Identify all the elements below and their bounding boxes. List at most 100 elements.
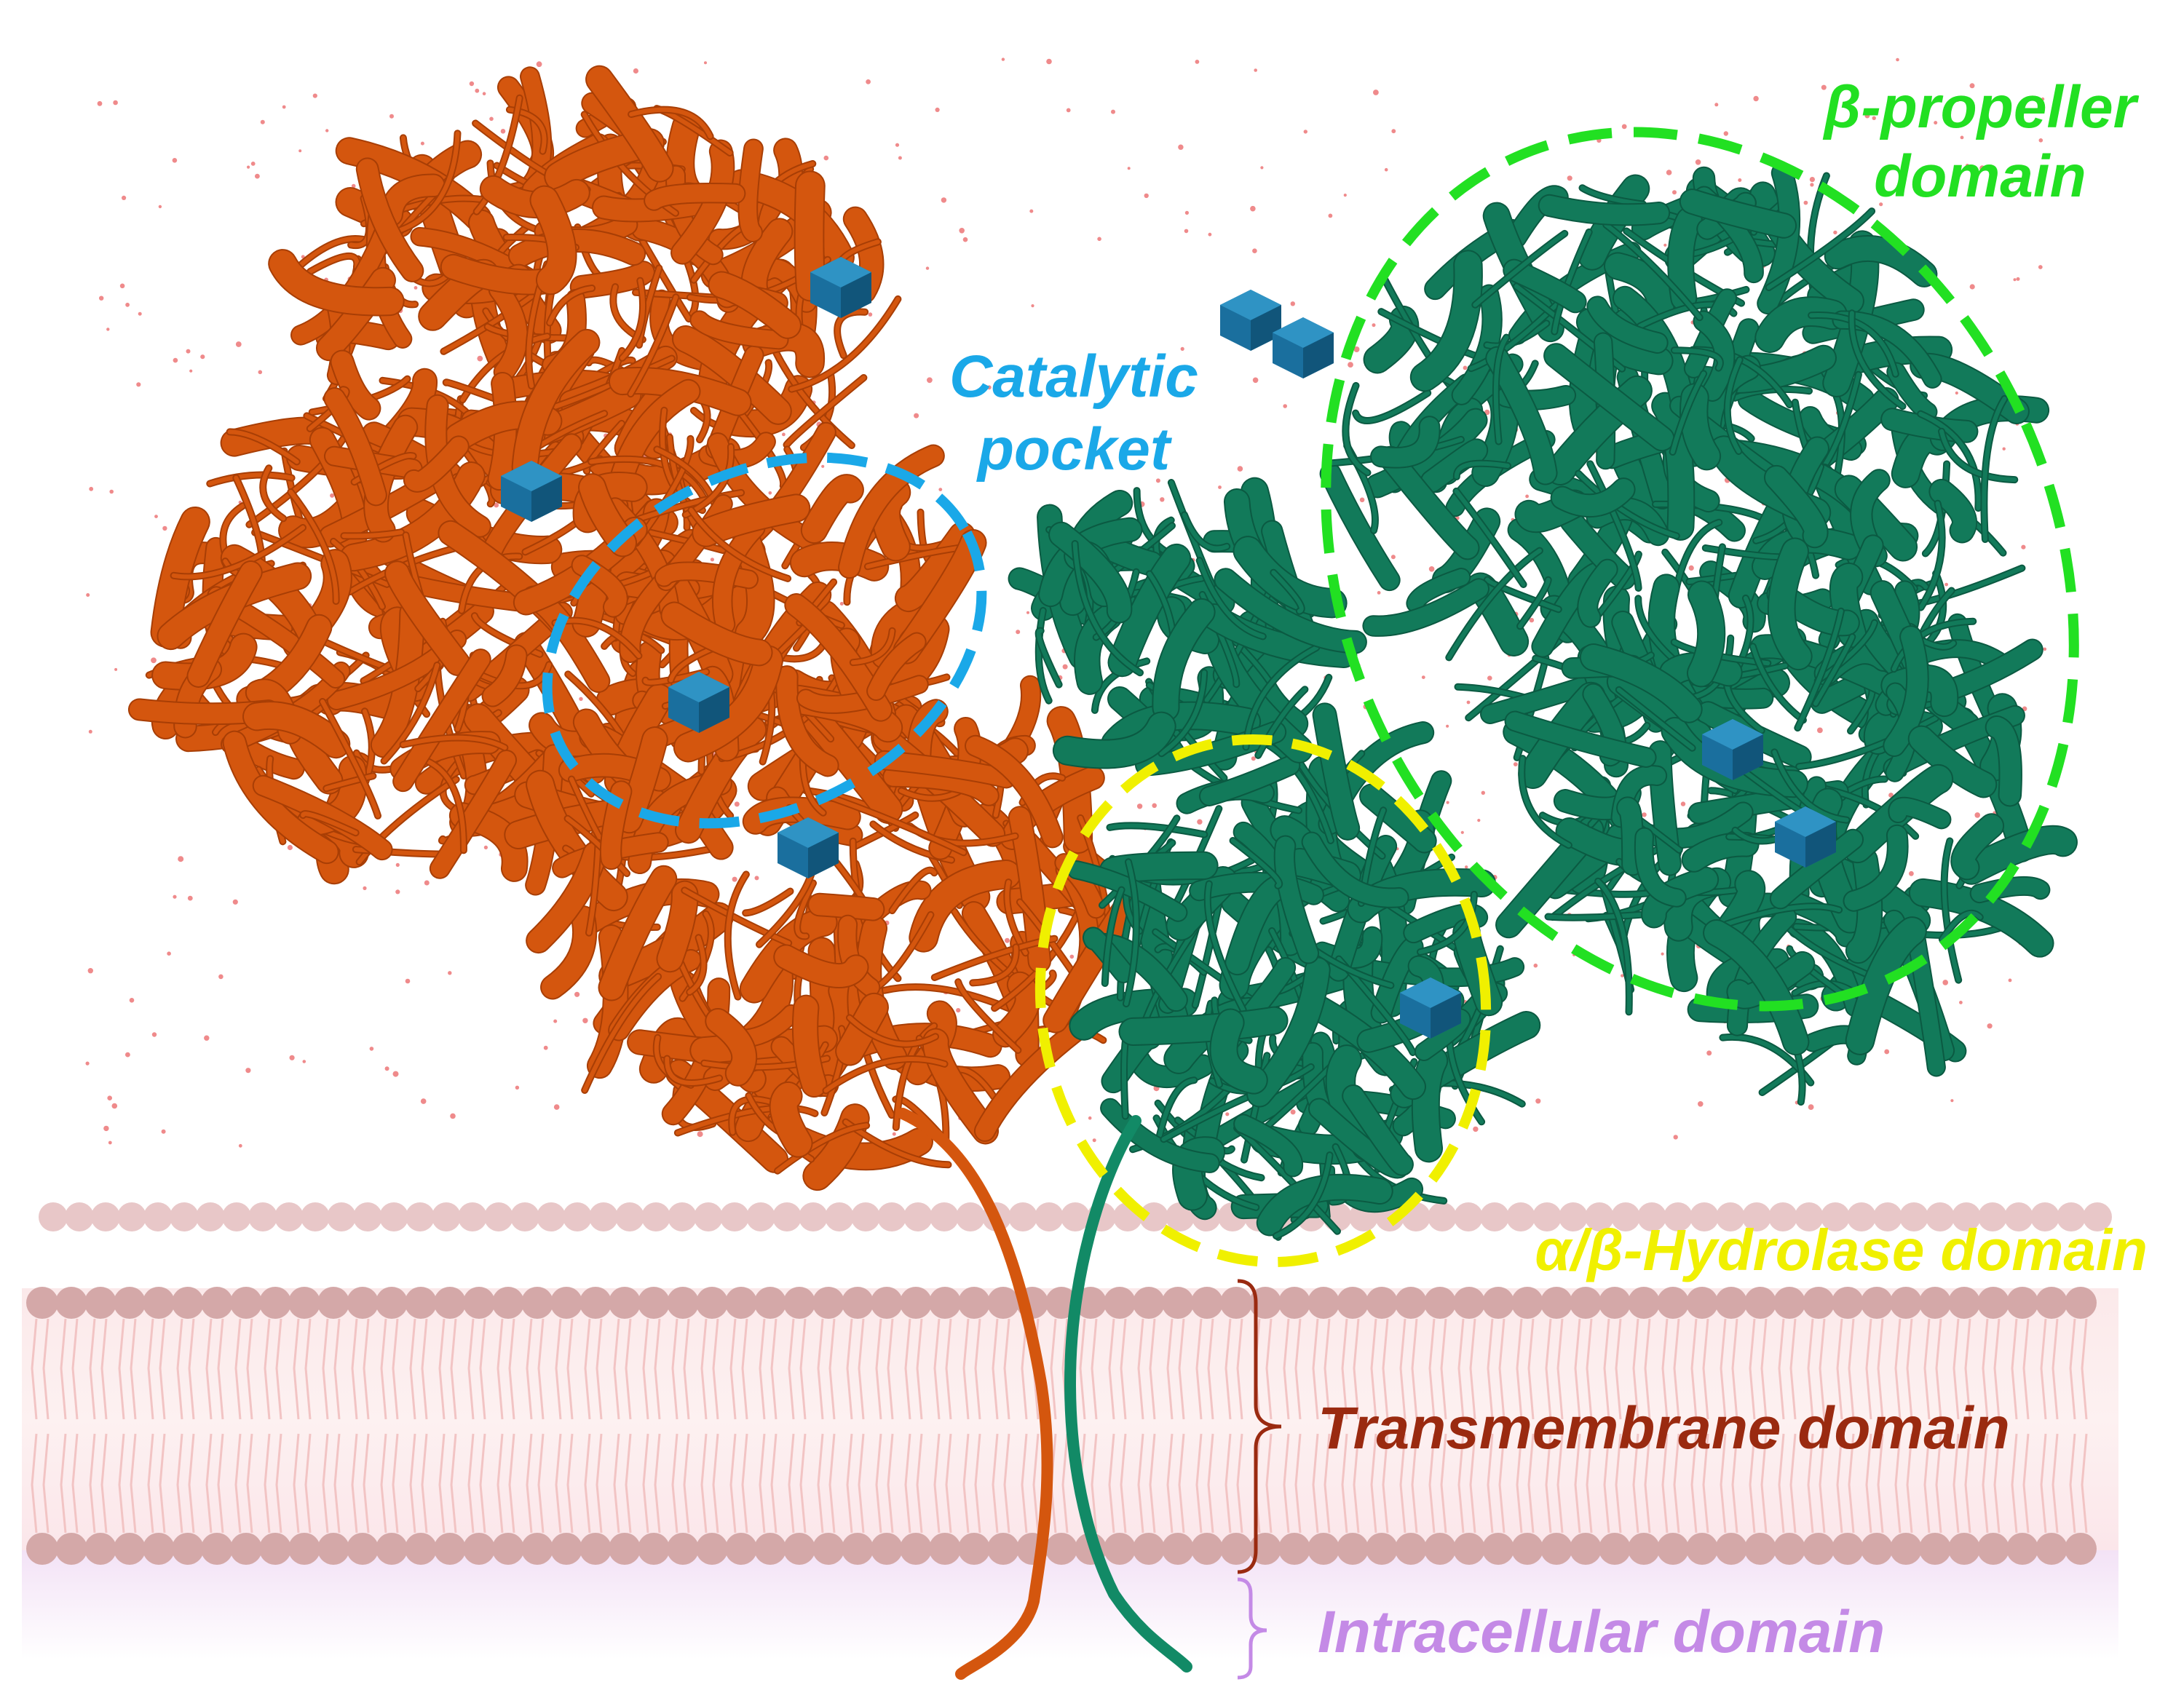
lipid-tail: [642, 1318, 649, 1420]
lipid-tail: [712, 1433, 719, 1534]
lipid-tail: [1964, 1433, 1971, 1534]
lipid-tail: [1457, 1318, 1465, 1420]
lipid-head: [1220, 1287, 1252, 1319]
lipid-head: [55, 1287, 87, 1319]
lipid-tail: [1120, 1433, 1127, 1534]
water-dot: [2008, 978, 2012, 983]
orange-transmembrane-strand: [897, 1108, 1053, 1680]
lipid-tail: [2052, 1318, 2059, 1420]
water-dot: [289, 1055, 295, 1060]
green-ribbon-strand: [1257, 1175, 1392, 1235]
water-dot: [1979, 165, 1985, 171]
lipid-head: [1715, 1533, 1747, 1565]
green-ribbon-strand: [1618, 798, 1643, 875]
orange-ribbon-strand: [357, 159, 423, 281]
lipid-head: [579, 1533, 612, 1565]
lipid-tail: [1487, 1318, 1494, 1420]
lipid-tail: [89, 1433, 96, 1534]
green-ribbon-strand: [1473, 231, 1567, 307]
orange-ribbon-strand: [527, 771, 627, 910]
lipid-head: [2057, 1202, 2086, 1231]
green-ribbon-strand: [1153, 599, 1214, 721]
lipid-head: [2065, 1533, 2097, 1565]
green-ribbon-strand: [1930, 480, 1976, 542]
lipid-head: [327, 1202, 356, 1231]
lipid-tail: [450, 1318, 457, 1420]
water-dot: [178, 856, 184, 862]
orange-ribbon-strand: [301, 812, 358, 836]
lipid-tail: [1166, 1433, 1174, 1534]
water-dot: [1695, 159, 1701, 165]
green-ribbon-strand: [1230, 838, 1282, 888]
lipid-head: [1821, 1202, 1850, 1231]
lipid-tail: [508, 1318, 515, 1420]
water-dot: [1950, 1099, 1954, 1103]
green-ribbon-strand: [1578, 560, 1617, 627]
lipid-tail: [234, 1433, 242, 1534]
water-dot: [898, 156, 902, 160]
water-dot: [1180, 346, 1184, 351]
lipid-tail: [613, 1433, 620, 1534]
water-dot: [1237, 466, 1243, 472]
green-ribbon-strand: [1481, 677, 1593, 723]
lipid-head: [720, 1202, 749, 1231]
green-ribbon-strand: [1694, 312, 1734, 400]
lipid-tail: [1574, 1433, 1581, 1534]
green-ribbon-strand: [1671, 348, 1722, 370]
lipid-tail: [2069, 1433, 2076, 1534]
orange-ribbon-strand: [308, 254, 360, 274]
orange-ribbon-strand: [253, 776, 392, 860]
lipid-head: [2006, 1533, 2038, 1565]
water-dot: [106, 328, 110, 331]
lipid-head: [641, 1202, 670, 1231]
orange-ribbon-strand: [691, 312, 788, 349]
lipid-head: [929, 1533, 961, 1565]
lipid-head: [301, 1202, 330, 1231]
water-dot: [1359, 497, 1365, 503]
orange-ribbon-strand: [606, 499, 678, 619]
intracellular-region: [22, 1550, 2118, 1659]
lipid-tail: [1283, 1318, 1290, 1420]
lipid-head: [434, 1533, 466, 1565]
green-ribbon-strand: [1616, 687, 1695, 750]
lipid-tail: [438, 1433, 446, 1534]
lipid-tail: [770, 1433, 778, 1534]
water-dot: [710, 558, 715, 562]
lipid-head: [1008, 1202, 1037, 1231]
orange-ribbon-strand: [657, 200, 698, 317]
water-dot: [186, 349, 191, 354]
water-dot: [1473, 1126, 1479, 1132]
lipid-tail: [1527, 1318, 1535, 1420]
green-ribbon-strand: [1454, 488, 1526, 587]
water-dot: [986, 385, 992, 390]
lipid-tail: [176, 1433, 183, 1534]
water-dot: [125, 1052, 130, 1058]
lipid-tail: [100, 1433, 108, 1534]
water-dot: [2041, 97, 2045, 101]
lipid-head: [65, 1202, 94, 1231]
lipid-head: [900, 1287, 932, 1319]
lipid-tail: [584, 1318, 591, 1420]
lipid-tail: [1778, 1318, 1785, 1420]
orange-ribbon-strand: [675, 1106, 818, 1135]
lipid-tail: [654, 1318, 661, 1420]
orange-ribbon-strand: [729, 1097, 775, 1135]
lipid-head: [201, 1533, 233, 1565]
lipid-tail: [159, 1433, 166, 1534]
water-dot: [1888, 116, 1894, 122]
lipid-tail: [1906, 1433, 1913, 1534]
lipid-tail: [1428, 1433, 1436, 1534]
lipid-tail: [1586, 1433, 1593, 1534]
lipid-tail: [683, 1433, 690, 1534]
water-dot: [1809, 177, 1815, 183]
green-ribbon-strand: [1200, 756, 1299, 805]
lipid-head: [871, 1533, 903, 1565]
lipid-tail: [1516, 1433, 1523, 1534]
orange-ribbon-strand: [244, 702, 349, 758]
beta-propeller-label-line1: β-propeller: [1822, 74, 2139, 140]
green-ribbon-strand: [1770, 830, 1863, 908]
lipid-tail: [1807, 1318, 1814, 1420]
lipid-head: [1657, 1287, 1689, 1319]
green-ribbon-strand: [1504, 260, 1586, 312]
hydrolase-domain-label: α/β-Hydrolase domain: [1535, 1218, 2148, 1282]
